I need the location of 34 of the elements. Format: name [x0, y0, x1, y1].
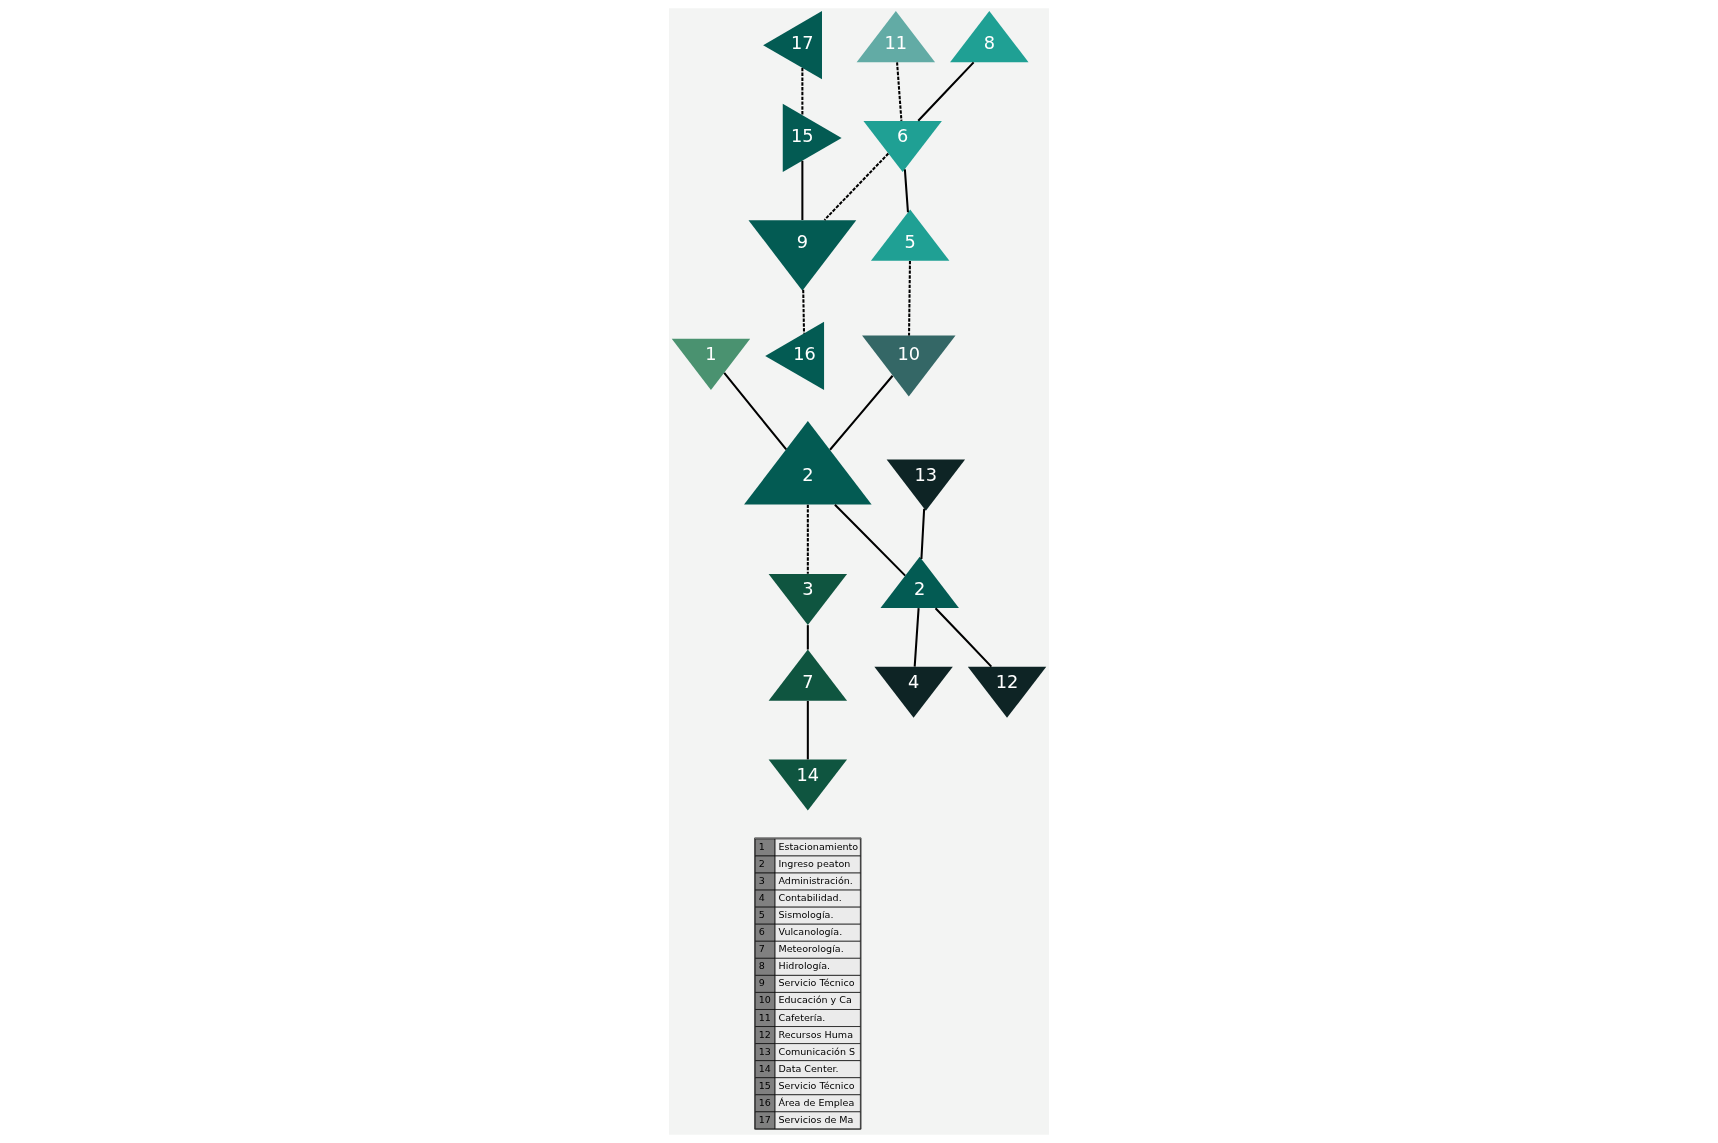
label: Estacionamiento — [778, 840, 859, 852]
label: Meteorología. — [778, 943, 844, 955]
label: Administración. — [778, 875, 853, 887]
label: 4 — [758, 892, 765, 904]
label: 11 — [758, 1011, 771, 1023]
label: Sismología. — [778, 909, 834, 921]
label: 15 — [758, 1079, 771, 1091]
label: Comunicación S — [778, 1045, 856, 1057]
label: Servicio Técnico — [778, 977, 855, 989]
label: 2 — [758, 858, 765, 870]
label: Data Center. — [778, 1062, 839, 1074]
label: 10 — [758, 994, 771, 1006]
label: 8 — [758, 960, 765, 972]
label: Ingreso peaton — [778, 858, 851, 870]
label: 16 — [758, 1096, 771, 1108]
label: Recursos Huma — [778, 1028, 854, 1040]
label: 14 — [758, 1062, 771, 1074]
label: Área de Emplea — [778, 1096, 855, 1108]
label: 1 — [758, 840, 765, 852]
label: Cafetería. — [778, 1011, 826, 1023]
label: Servicio Técnico — [778, 1079, 855, 1091]
label: 5 — [758, 909, 765, 921]
label: Contabilidad. — [778, 892, 842, 904]
label: 7 — [758, 943, 765, 955]
label: 3 — [758, 875, 765, 887]
label: 12 — [758, 1028, 771, 1040]
label: 17 — [758, 1113, 771, 1125]
label: Hidrología. — [778, 960, 831, 972]
label: Vulcanología. — [778, 926, 843, 938]
label: 6 — [758, 926, 765, 938]
label: Servicios de Ma — [778, 1113, 854, 1125]
label: 9 — [758, 977, 765, 989]
label: 13 — [758, 1045, 771, 1057]
label: Educación y Ca — [778, 994, 852, 1006]
